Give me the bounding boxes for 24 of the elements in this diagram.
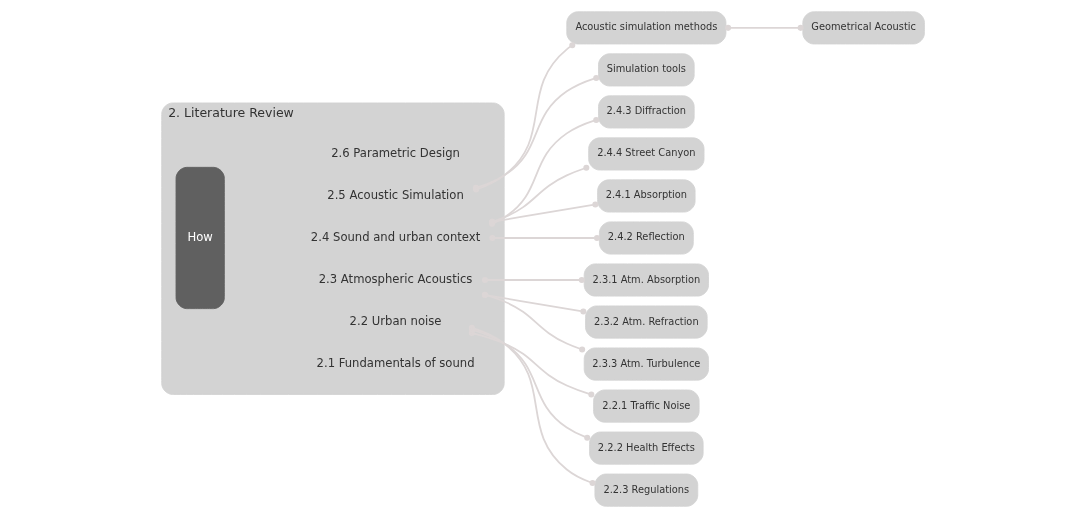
node-box: How <box>175 166 225 310</box>
node-box: 2.4.1 Absorption <box>596 179 696 213</box>
node-box: Geometrical Acoustic <box>801 11 925 45</box>
node-box: 2.4.2 Reflection <box>598 221 694 255</box>
node-box: Acoustic simulation methods <box>565 11 726 45</box>
node-text: 2.6 Parametric Design <box>330 145 460 160</box>
node-text: 2.2 Urban noise <box>349 314 441 329</box>
node-box: 2.3.3 Atm. Turbulence <box>583 347 709 381</box>
node-box: 2.4.4 Street Canyon <box>587 137 704 171</box>
node-text: 2.1 Fundamentals of sound <box>316 356 475 371</box>
node-text: 2.4 Sound and urban context <box>310 230 480 245</box>
connector <box>488 234 600 242</box>
node-box: 2.4.3 Diffraction <box>597 95 695 129</box>
connector <box>472 329 590 441</box>
node-box: Simulation tools <box>597 53 695 87</box>
node-box: 2.3.1 Atm. Absorption <box>583 263 709 297</box>
connector <box>724 24 804 31</box>
node-box: 2.2.3 Regulations <box>594 473 698 507</box>
node-box: 2.3.2 Atm. Refraction <box>584 305 708 339</box>
connector <box>481 276 585 284</box>
node-box: 2.2.1 Traffic Noise <box>592 389 700 423</box>
node-text: 2.5 Acoustic Simulation <box>326 188 464 202</box>
node-box: 2.2.2 Health Effects <box>588 431 704 465</box>
node-text: 2.3 Atmospheric Acoustics <box>318 272 472 287</box>
